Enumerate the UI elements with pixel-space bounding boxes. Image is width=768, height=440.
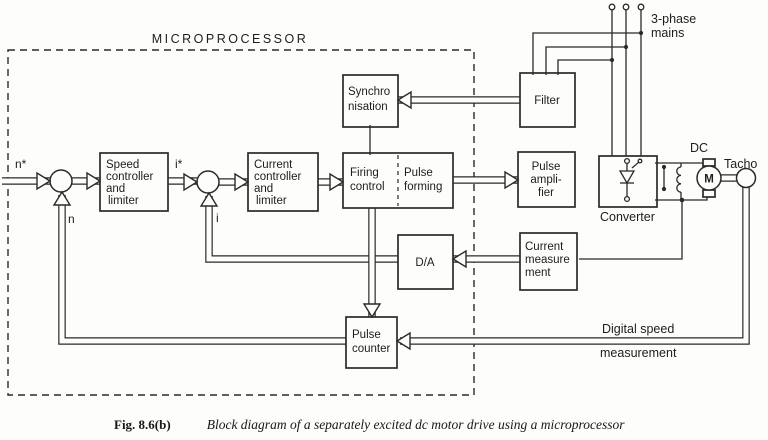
figure-number: Fig. 8.6(b) [114,417,171,432]
converter-label: Converter [600,210,655,224]
speed-controller-block [99,152,169,212]
diagram-text: MICROPROCESSOR Speed controller and limi… [15,12,757,360]
thyristor-icon [618,157,643,203]
svg-text:limiter: limiter [108,195,139,207]
filter-tap-1 [532,32,641,75]
current-sum-junction [196,170,220,194]
mains-terminal-3 [637,3,645,11]
svg-text:nisation: nisation [348,101,388,113]
motor-brush-bottom [702,189,716,198]
svg-text:counter: counter [352,343,391,355]
pulse-amplifier-block [517,151,576,208]
synchronisation-label: Synchro [348,86,390,98]
current-tap-line [579,200,683,260]
svg-text:measure: measure [525,254,570,266]
svg-text:fier: fier [538,187,554,199]
speed-ref-label: n* [15,157,27,171]
field-coil-icon [676,166,682,193]
pulse-amplifier-label: Pulse [532,161,561,173]
filter-block [519,72,576,128]
figure-caption: Fig. 8.6(b) Block diagram of a separately… [114,416,625,434]
da-converter-label: D/A [415,257,435,269]
arrowheads [36,90,520,351]
svg-text:ampli-: ampli- [530,174,561,186]
speed-feedback-label: n [68,212,75,226]
mains-terminal-2 [622,3,630,11]
microprocessor-label: MICROPROCESSOR [152,32,309,46]
motor-brush-top [702,158,716,167]
motor-tacho-group [696,158,757,198]
mains-terminal-1 [608,3,616,11]
blocks [99,72,658,369]
microprocessor-boundary [7,49,475,396]
current-ref-label: i* [175,157,183,171]
svg-text:measurement: measurement [600,346,677,360]
terminals-and-junctions [608,3,685,203]
svg-text:limiter: limiter [256,195,287,207]
figure-caption-text: Block diagram of a separately excited dc… [206,417,625,432]
current-feedback-label: i [216,211,219,225]
firing-control-label: Firing [350,167,379,179]
speed-sum-junction [49,169,73,193]
pulse-counter-label: Pulse [352,329,381,341]
wire-counter-to-speed-sum [58,195,348,345]
current-measurement-block [519,232,578,291]
pulse-counter-block [345,316,398,369]
tacho-label: Tacho [724,157,757,171]
svg-text:and: and [254,183,273,195]
current-controller-block [247,152,319,212]
mains-and-power-wiring [369,10,708,260]
svg-text:ment: ment [525,267,551,279]
current-measurement-label: Current [525,241,564,253]
svg-text:controller: controller [106,171,153,183]
filter-label: Filter [534,95,560,107]
current-controller-label: Current [254,159,293,171]
dc-label: DC [690,141,708,155]
filter-tap-2 [545,46,626,75]
motor-symbol [696,165,722,191]
speed-controller-label: Speed [106,159,139,171]
three-phase-mains-label: 3-phase [651,12,696,26]
filter-tap-3 [557,59,612,75]
digital-speed-label: Digital speed [602,322,674,336]
svg-text:and: and [106,183,125,195]
tacho-symbol [735,167,757,189]
svg-text:forming: forming [404,181,442,193]
block-diagram-canvas: MICROPROCESSOR Speed controller and limi… [2,3,757,396]
svg-text:mains: mains [651,26,684,40]
svg-text:controller: controller [254,171,301,183]
svg-text:control: control [350,181,385,193]
da-converter-block [397,234,454,290]
pulse-forming-label: Pulse [404,167,433,179]
motor-letter: M [704,174,714,186]
